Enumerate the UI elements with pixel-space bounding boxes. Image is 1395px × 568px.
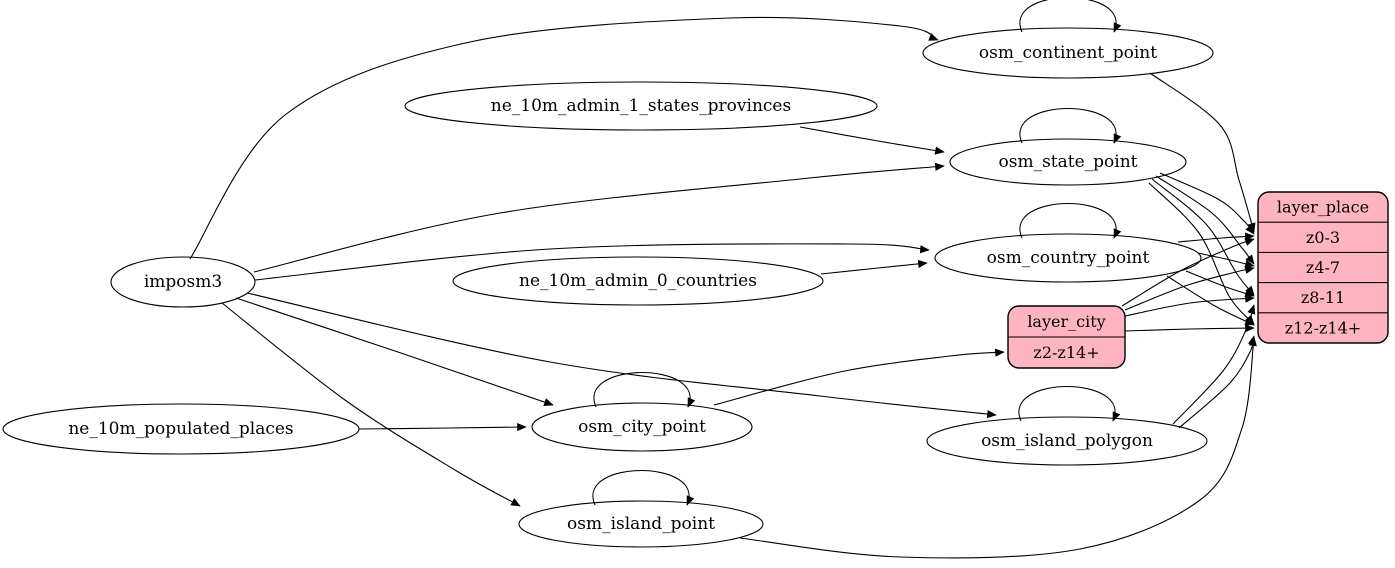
record-title-layer_city: layer_city — [1027, 312, 1105, 331]
edge-self-osm_island_polygon — [1018, 385, 1121, 422]
edge-osm_island_polygon-to-layer_place-z12-z14+ — [1178, 335, 1256, 429]
edge-ne_10m_admin_0_countries-to-osm_country_point — [820, 259, 928, 275]
node-shape-osm_continent_point — [922, 27, 1214, 79]
node-ne_10m_populated_places: ne_10m_populated_places — [2, 403, 360, 455]
node-label-osm_state_point: osm_state_point — [999, 152, 1138, 172]
edge-osm_state_point-to-layer_place-z12-z14+ — [1148, 182, 1255, 325]
record-row-layer_city-z2-z14+: z2-z14+ — [1033, 343, 1099, 362]
edge-imposm3-to-osm_continent_point — [189, 16, 939, 260]
record-row-layer_place-z4-7: z4-7 — [1306, 258, 1340, 277]
node-osm_country_point: osm_country_point — [934, 233, 1202, 283]
edge-imposm3-to-osm_island_point — [221, 302, 521, 507]
node-osm_city_point: osm_city_point — [531, 402, 753, 452]
node-osm_island_polygon: osm_island_polygon — [926, 416, 1208, 466]
node-shape-ne_10m_admin_1_states_provinces — [404, 81, 878, 131]
node-imposm3: imposm3 — [110, 256, 256, 308]
node-shape-imposm3 — [110, 256, 256, 308]
node-shape-osm_country_point — [934, 233, 1202, 283]
record-row-layer_place-z12-z14+: z12-z14+ — [1285, 318, 1361, 337]
edge-osm_country_point-to-layer_place-z0-3 — [1177, 232, 1255, 243]
node-osm_state_point: osm_state_point — [949, 138, 1187, 186]
record-row-layer_place-z8-11: z8-11 — [1301, 288, 1345, 307]
edge-osm_state_point-to-layer_place-z8-11 — [1151, 178, 1255, 296]
node-osm_continent_point: osm_continent_point — [922, 27, 1214, 79]
edge-layer_city-to-layer_place-z12-z14+ — [1124, 324, 1255, 333]
node-ne_10m_admin_1_states_provinces: ne_10m_admin_1_states_provinces — [404, 81, 878, 131]
node-label-osm_country_point: osm_country_point — [987, 248, 1150, 268]
edge-layer_city-to-layer_place-z0-3 — [1121, 238, 1255, 307]
edge-imposm3-to-osm_city_point — [235, 297, 554, 407]
edge-imposm3-to-osm_country_point — [254, 243, 930, 281]
node-label-imposm3: imposm3 — [144, 272, 222, 292]
node-shape-osm_island_point — [518, 500, 764, 548]
edge-osm_state_point-to-layer_place-z0-3 — [1159, 172, 1255, 235]
node-label-ne_10m_populated_places: ne_10m_populated_places — [68, 419, 293, 439]
node-label-osm_island_polygon: osm_island_polygon — [981, 431, 1153, 451]
edge-imposm3-to-osm_island_polygon — [246, 292, 997, 419]
edge-ne_10m_admin_1_states_provinces-to-osm_state_point — [799, 126, 945, 155]
node-shape-osm_state_point — [949, 138, 1187, 186]
edge-self-osm_island_point — [592, 469, 695, 506]
node-shape-ne_10m_admin_0_countries — [452, 256, 824, 306]
record-title-layer_place: layer_place — [1277, 198, 1369, 217]
node-layer_place: layer_place z0-3 z4-7 z8-11 z12-z14+ — [1257, 191, 1389, 344]
edge-self-osm_city_point — [593, 371, 696, 408]
edge-osm_island_polygon-to-layer_place-z8-11 — [1172, 304, 1256, 425]
node-label-ne_10m_admin_0_countries: ne_10m_admin_0_countries — [519, 271, 757, 291]
edge-osm_city_point-to-layer_city-z2-z14+ — [713, 348, 1005, 406]
node-label-osm_continent_point: osm_continent_point — [979, 43, 1157, 63]
node-ne_10m_admin_0_countries: ne_10m_admin_0_countries — [452, 256, 824, 306]
node-layer_city: layer_city z2-z14+ — [1007, 305, 1126, 369]
node-shape-osm_city_point — [531, 402, 753, 452]
node-label-osm_island_point: osm_island_point — [567, 514, 715, 534]
node-shape-osm_island_polygon — [926, 416, 1208, 466]
edge-osm_state_point-to-layer_place-z4-7 — [1155, 175, 1255, 265]
record-shape-layer_place — [1257, 191, 1389, 344]
edge-self-osm_continent_point — [1019, 0, 1122, 33]
edge-osm_continent_point-to-layer_place-z0-3 — [1149, 72, 1256, 233]
edge-osm_island_point-to-layer_place-z12-z14+ — [739, 336, 1257, 559]
edge-self-osm_state_point — [1019, 107, 1122, 144]
edge-layer_city-to-layer_place-z8-11 — [1124, 294, 1255, 317]
node-label-osm_city_point: osm_city_point — [578, 417, 706, 437]
edge-imposm3-to-osm_state_point — [253, 162, 945, 273]
edge-osm_country_point-to-layer_place-z4-7 — [1197, 252, 1255, 268]
node-osm_island_point: osm_island_point — [518, 500, 764, 548]
node-label-ne_10m_admin_1_states_provinces: ne_10m_admin_1_states_provinces — [491, 96, 791, 116]
record-row-layer_place-z0-3: z0-3 — [1306, 228, 1340, 247]
edge-layer_city-to-layer_place-z4-7 — [1124, 265, 1255, 311]
edge-ne_10m_populated_places-to-osm_city_point — [358, 423, 527, 432]
edge-self-osm_country_point — [1019, 202, 1122, 239]
